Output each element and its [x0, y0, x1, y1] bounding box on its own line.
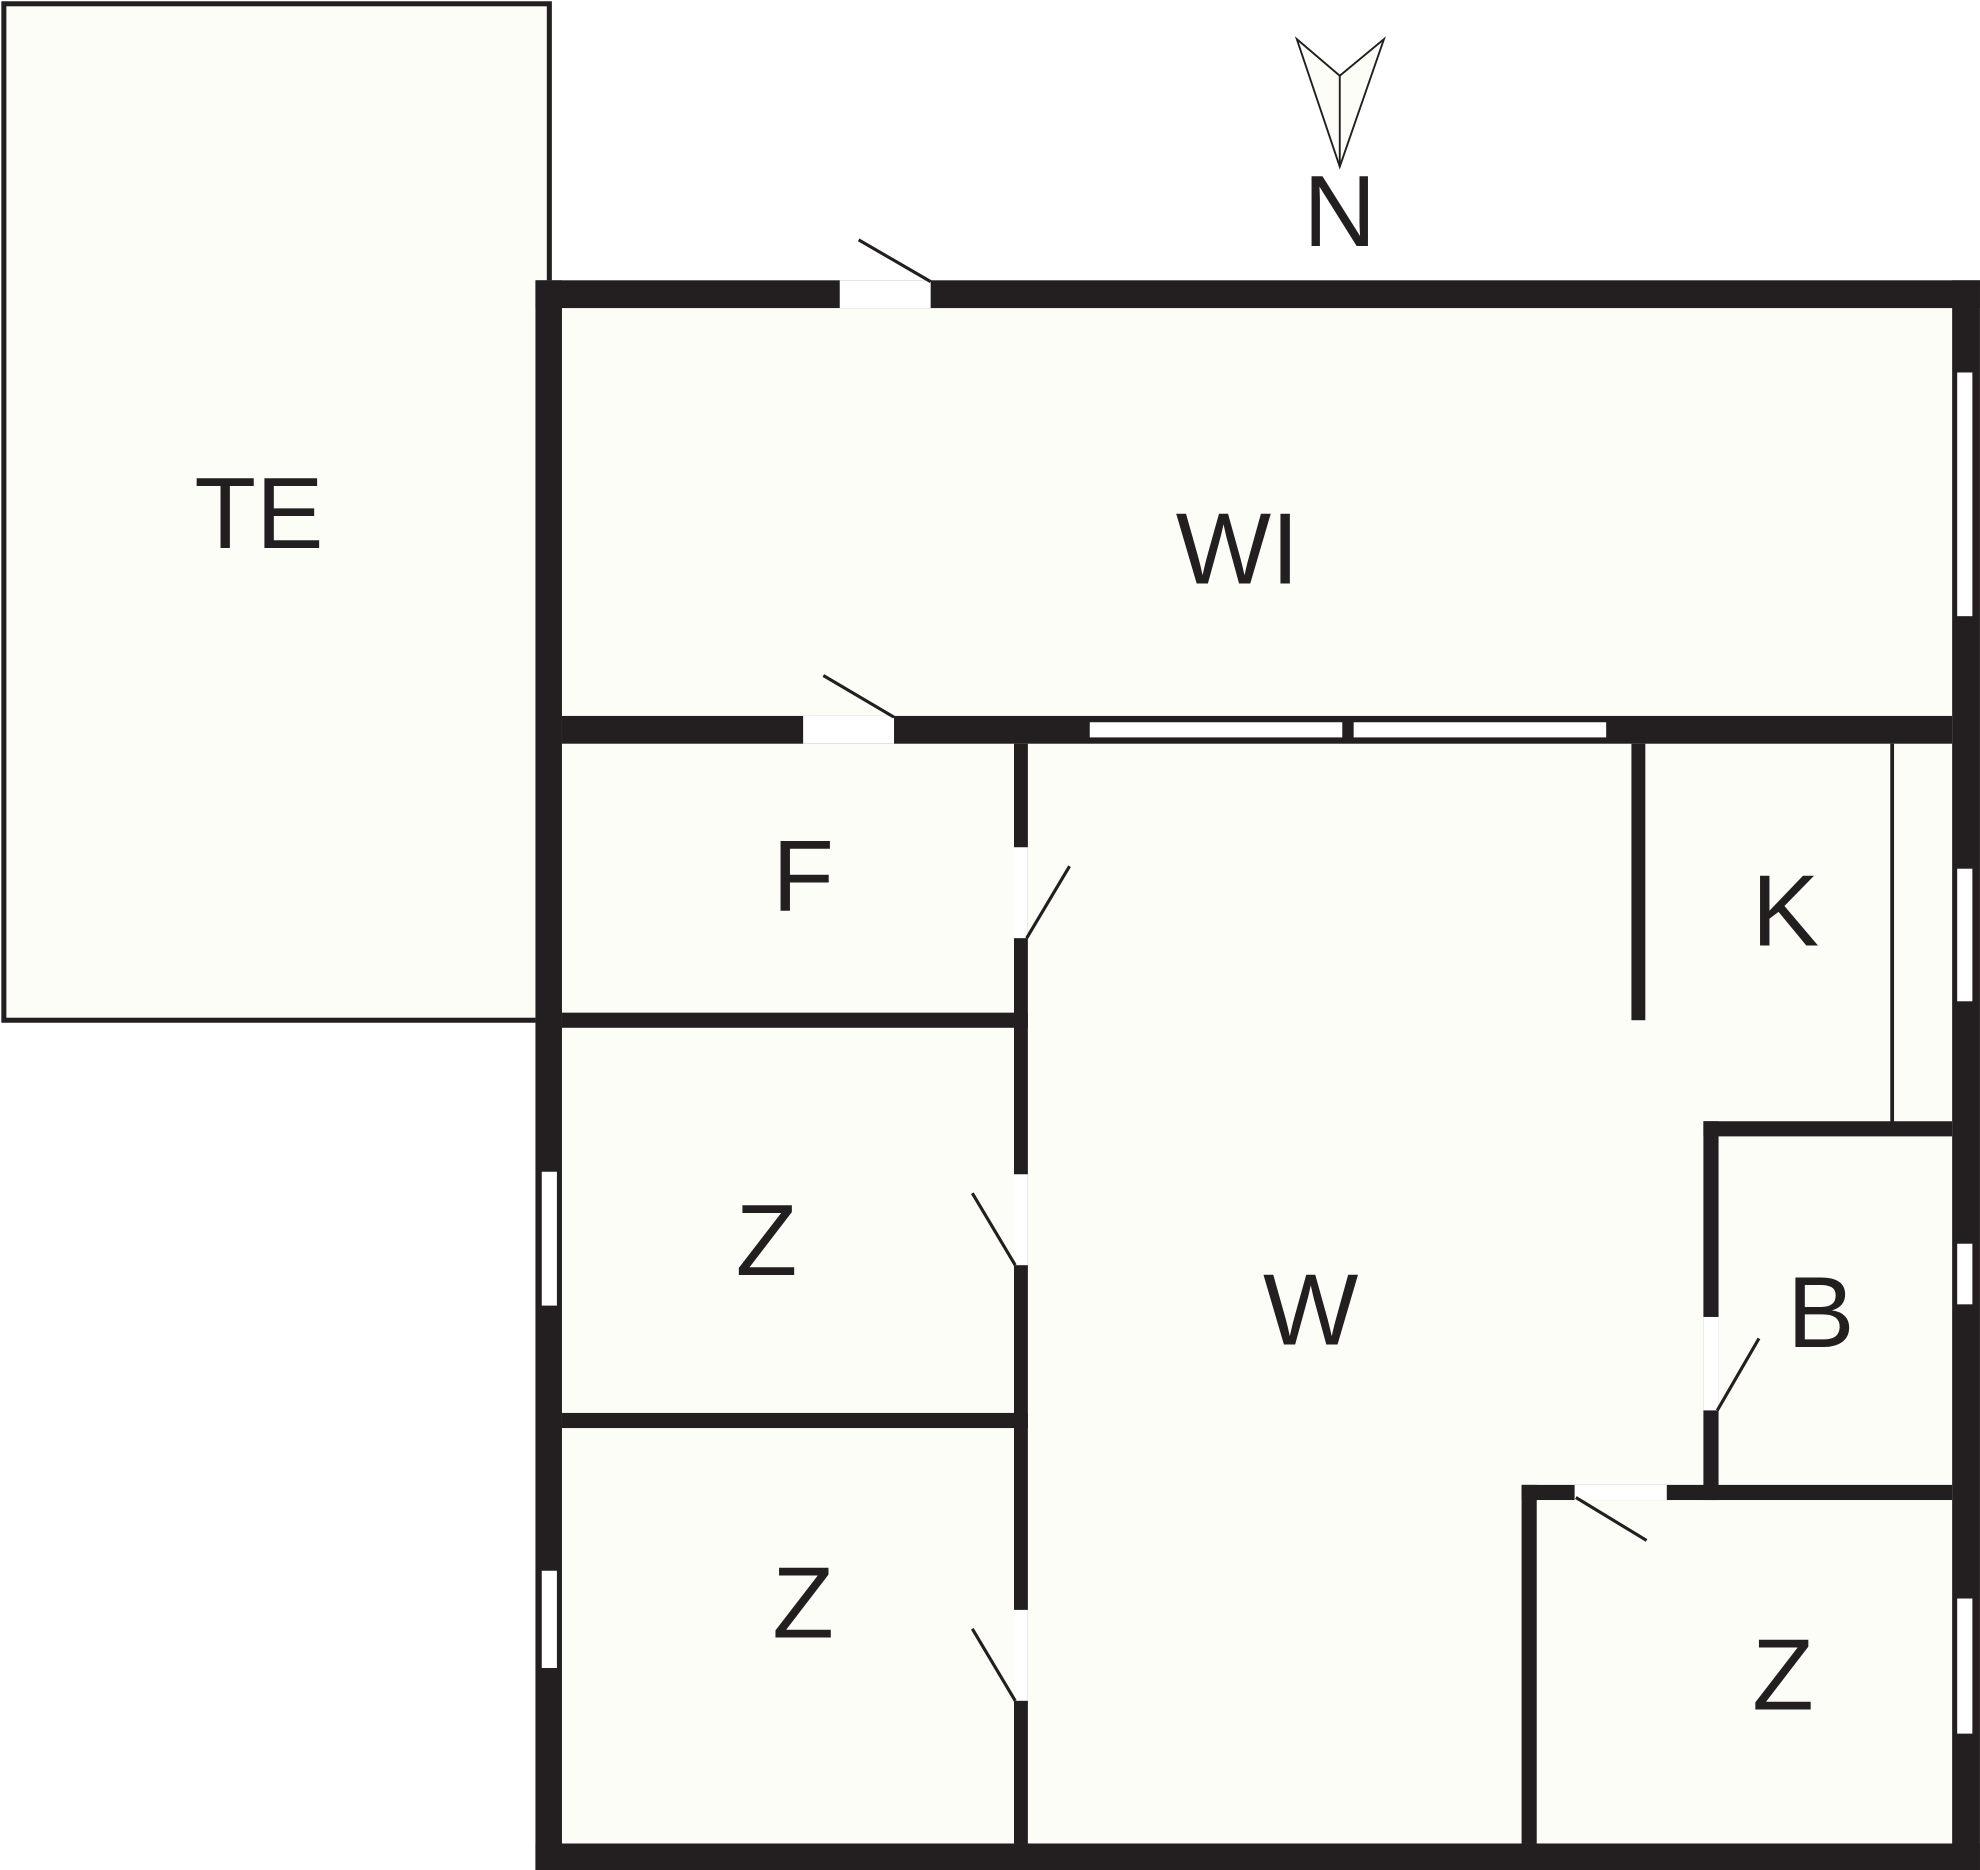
walls [535, 280, 1980, 1870]
north-label: N [1303, 156, 1376, 268]
room-label-w: W [1263, 1255, 1358, 1367]
room-label-b: B [1787, 1257, 1854, 1369]
north-arrow-icon [1294, 36, 1386, 170]
terrace-area [1, 1, 552, 1023]
room-label-terrace: TE [194, 458, 323, 570]
room-label-z2: Z [772, 1548, 834, 1660]
room-label-z1: Z [736, 1185, 798, 1297]
door-openings [803, 238, 1761, 1702]
room-label-k: K [1752, 856, 1819, 968]
room-label-f: F [772, 820, 834, 932]
room-label-wi: WI [1176, 493, 1299, 605]
room-label-z3: Z [1752, 1620, 1814, 1732]
building-floor [535, 280, 1980, 1870]
windows [541, 372, 1973, 1734]
